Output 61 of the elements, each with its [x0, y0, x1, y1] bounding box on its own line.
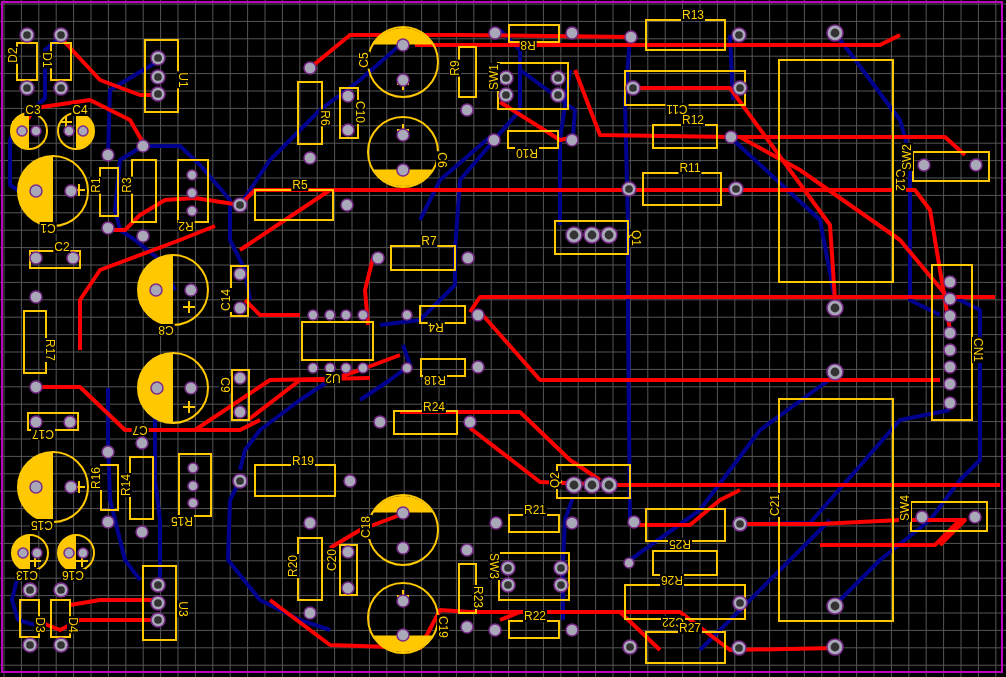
component-designator: C1 [39, 222, 57, 234]
component-designator: R6 [319, 109, 331, 127]
component-designator: R19 [291, 455, 315, 467]
component-designator: R17 [44, 338, 56, 362]
component-designator: R16 [90, 466, 102, 490]
component-designator: R21 [523, 504, 547, 516]
component-designator: C12 [894, 168, 906, 192]
component-designator: D4 [67, 616, 79, 634]
component-designator: C10 [354, 100, 366, 124]
component-designator: C19 [437, 615, 449, 639]
component-designator: C7 [131, 424, 149, 436]
component-designator: R11 [678, 162, 702, 174]
component-designator: R23 [472, 585, 484, 609]
component-designator: R1 [90, 176, 102, 194]
component-designator: R14 [120, 473, 132, 497]
component-designator: SW3 [488, 552, 500, 580]
component-designator: C11 [665, 103, 689, 115]
component-designator: R15 [170, 515, 194, 527]
component-designator: R13 [681, 9, 705, 21]
component-designator: U3 [177, 600, 189, 618]
component-designator: R5 [291, 179, 309, 191]
component-designator: R25 [668, 538, 692, 550]
component-designator: C9 [219, 376, 231, 394]
component-designator: C18 [360, 515, 372, 539]
component-designator: C20 [326, 548, 338, 572]
component-designator: R9 [449, 59, 461, 77]
component-designator: D3 [34, 616, 46, 634]
component-designator: R12 [681, 114, 705, 126]
component-designator: SW1 [488, 63, 500, 91]
component-designator: C6 [436, 151, 448, 169]
component-designator: R18 [423, 374, 447, 386]
component-designator: R10 [515, 147, 539, 159]
component-designator: D1 [41, 51, 53, 69]
component-designator: C14 [220, 288, 232, 312]
component-designator: R7 [420, 235, 438, 247]
component-designator: R3 [121, 176, 133, 194]
component-designator: C15 [30, 519, 54, 531]
component-designator: C4 [71, 104, 89, 116]
component-designator: Q2 [549, 471, 561, 489]
component-designator: SW4 [899, 494, 911, 522]
component-designator: R4 [427, 321, 445, 333]
component-designator: D2 [7, 46, 19, 64]
component-designator: C8 [157, 324, 175, 336]
component-designator: U2 [324, 372, 342, 384]
component-designator: R2 [177, 220, 195, 232]
component-designator: Q1 [630, 229, 642, 247]
component-designator: R22 [523, 610, 547, 622]
component-designator: R26 [660, 574, 684, 586]
component-designator: C13 [15, 569, 39, 581]
component-designator: R20 [287, 554, 299, 578]
component-designator: C2 [53, 241, 71, 253]
component-designator: C3 [24, 104, 42, 116]
component-designator: R8 [519, 39, 537, 51]
component-designator: C17 [31, 428, 55, 440]
component-designator: CN1 [972, 337, 984, 363]
component-designator: R24 [422, 401, 446, 413]
component-designator: C16 [61, 569, 85, 581]
component-designator: C21 [769, 493, 781, 517]
component-designator: C5 [358, 51, 370, 69]
component-designator: SW2 [901, 143, 913, 171]
component-designator: U1 [177, 71, 189, 89]
